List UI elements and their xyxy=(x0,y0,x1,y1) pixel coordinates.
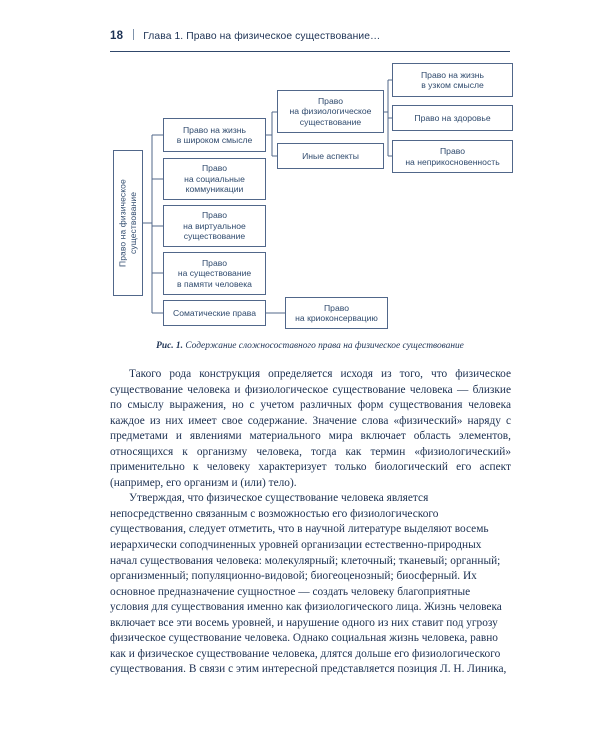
diagram-node-root: Право на физическое существование xyxy=(113,150,143,296)
figure-caption-label: Рис. 1. xyxy=(156,341,183,351)
diagram-node-life-broad: Право на жизнь в широком смысле xyxy=(163,118,266,152)
diagram-node-somatic-rights: Соматические права xyxy=(163,300,266,326)
paragraph: Такого рода конструкция определяется исх… xyxy=(110,368,511,489)
paragraph: Утверждая, что физическое существование … xyxy=(110,492,507,676)
diagram-node-virtual-existence: Право на виртуальное существование xyxy=(163,205,266,247)
diagram-node-cryopreservation: Право на криоконсервацию xyxy=(285,297,388,329)
diagram-node-social-communication: Право на социальные коммуникации xyxy=(163,158,266,200)
diagram-node-health: Право на здоровье xyxy=(392,105,513,131)
diagram-connectors xyxy=(143,79,392,314)
running-head-divider xyxy=(133,29,135,40)
diagram-node-inviolability: Право на неприкосновенность xyxy=(392,140,513,173)
page-number: 18 xyxy=(110,30,124,42)
header-rule xyxy=(110,51,510,53)
body-text: Такого рода конструкция определяется исх… xyxy=(110,367,511,678)
figure-caption-text: Содержание сложносоставного права на физ… xyxy=(182,341,464,351)
diagram-node-life-narrow: Право на жизнь в узком смысле xyxy=(392,63,513,97)
chapter-title: Глава 1. Право на физическое существован… xyxy=(143,31,381,42)
diagram-node-physiological-existence: Право на физиологическое существование xyxy=(277,90,384,133)
figure-caption: Рис. 1. Содержание сложносоставного прав… xyxy=(110,341,510,351)
running-head: 18 Глава 1. Право на физическое существо… xyxy=(110,28,510,46)
diagram-node-other-aspects: Иные аспекты xyxy=(277,143,384,169)
diagram-node-memory-existence: Право на существование в памяти человека xyxy=(163,252,266,295)
figure-diagram: Право на физическое существование Право … xyxy=(0,0,600,365)
